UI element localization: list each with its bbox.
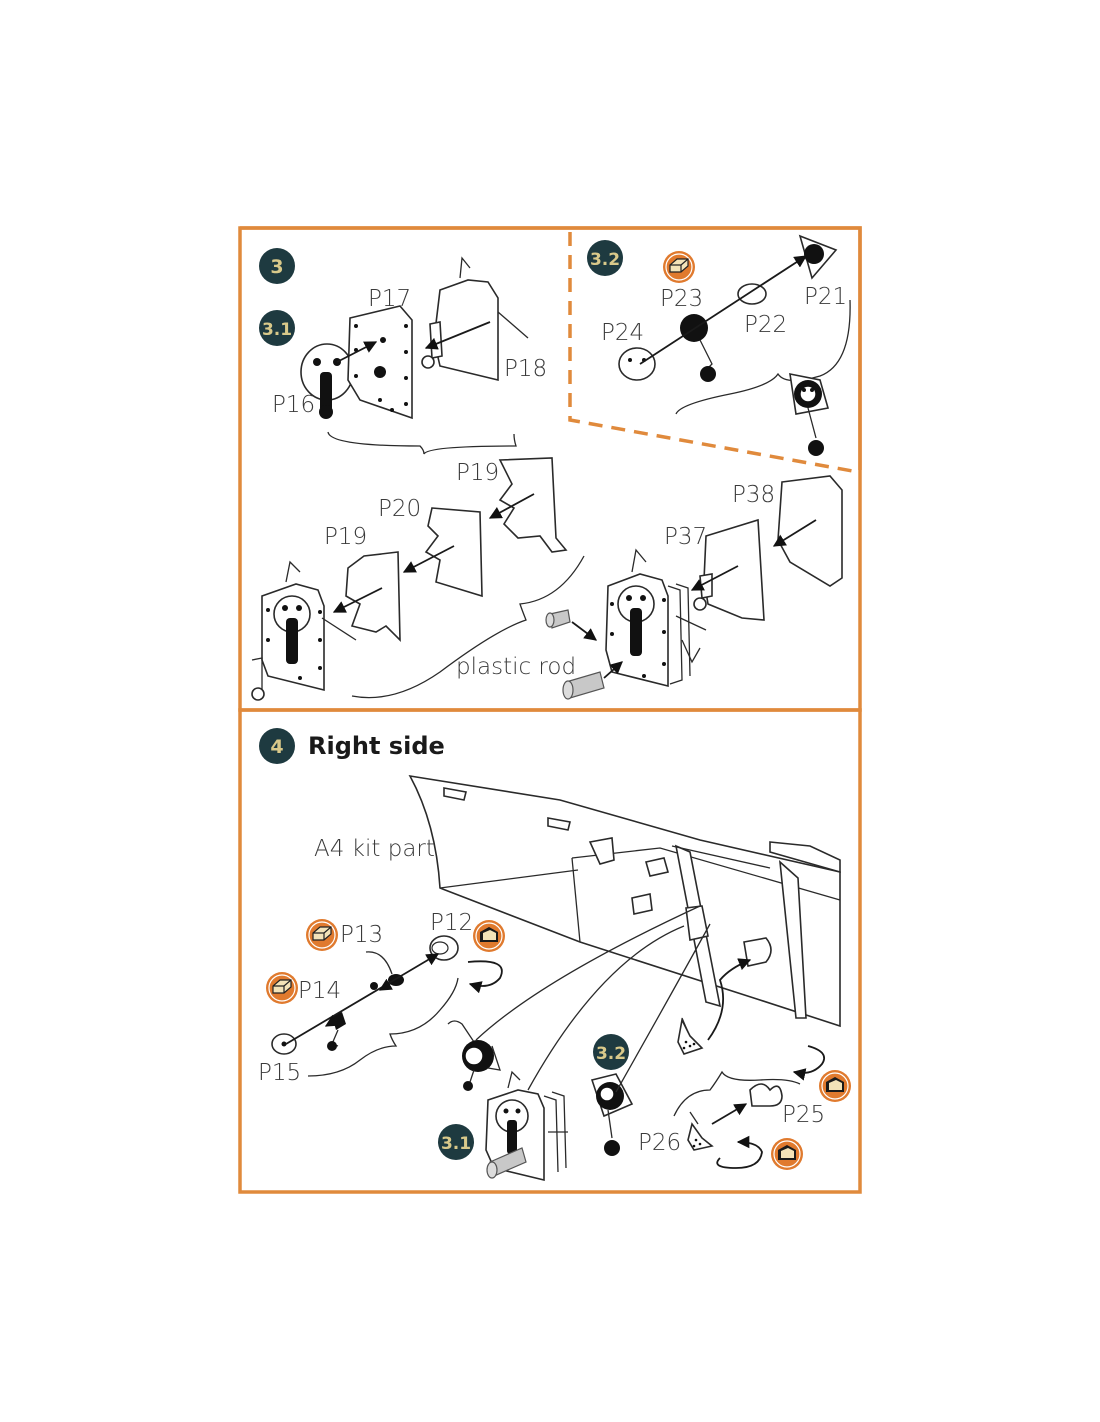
guide-line-32-a [475, 905, 701, 1041]
part-p24-drawing [618, 347, 656, 381]
part-p19-left-drawing [345, 551, 401, 642]
assembly-32-in-step4-drawing [447, 1020, 501, 1091]
arrow-plastic-rod-top [571, 621, 598, 641]
label-p23: P23 [660, 286, 703, 312]
rotate-arrow-p25-icon [792, 1045, 826, 1081]
part-p38-drawing [777, 475, 843, 587]
photo-etch-bend-icon [472, 919, 506, 953]
arrow-p19-left [332, 587, 383, 613]
step4-badge: 4 [259, 728, 295, 764]
rotate-arrow-p26-icon [716, 1135, 763, 1169]
svg-text:3.2: 3.2 [590, 250, 620, 270]
label-kit-part: A4 kit part [314, 836, 435, 862]
svg-text:3: 3 [270, 256, 283, 278]
assembly-31-right-drawing [605, 548, 707, 688]
label-p19-left: P19 [324, 524, 367, 550]
brace-p25-p26 [673, 1070, 801, 1117]
guide-line-31 [527, 925, 685, 1091]
step4-title: Right side [308, 732, 445, 760]
part-p13-drawing [365, 951, 404, 990]
label-p18: P18 [504, 356, 547, 382]
step31-badge: 3.1 [259, 310, 295, 346]
label-p37: P37 [664, 524, 707, 550]
svg-text:3.2: 3.2 [596, 1044, 626, 1064]
step4-frame [238, 708, 862, 1194]
arrow-p16-to-p17 [336, 341, 378, 363]
part-p37-drawing [693, 518, 765, 621]
label-plastic-rod: plastic rod [456, 654, 576, 680]
guide-line-p26-top [707, 958, 752, 1041]
label-p38: P38 [732, 482, 775, 508]
part-p18-drawing [421, 256, 529, 382]
label-p14: P14 [298, 978, 341, 1004]
step32-badge: 3.2 [587, 240, 623, 276]
arrow-p38 [772, 519, 817, 547]
step3-badge: 3 [259, 248, 295, 284]
arrow-32-stack [639, 255, 808, 365]
arrow-p18-to-p17 [424, 321, 491, 350]
part-p26-top-drawing [677, 1017, 704, 1055]
label-p24: P24 [601, 320, 644, 346]
part-p17-drawing [347, 305, 413, 420]
arrow-p37 [690, 565, 739, 591]
assembly-32b-in-step4-drawing [590, 1073, 634, 1156]
label-p25: P25 [782, 1102, 825, 1128]
arrow-p14 [324, 1014, 339, 1027]
label-p16: P16 [272, 392, 315, 418]
label-p12: P12 [430, 910, 473, 936]
label-p17: P17 [368, 286, 411, 312]
part-p26-drawing [687, 1111, 714, 1151]
label-p13: P13 [340, 922, 383, 948]
label-p20: P20 [378, 496, 421, 522]
step32-dashed-divider [568, 232, 859, 474]
arrow-p19-right [488, 493, 535, 519]
step4-panel: 4 Right side A4 kit part [238, 708, 862, 1194]
part-p23-drawing [680, 314, 716, 382]
photo-etch-bend-icon [770, 1137, 804, 1171]
step3-panel: 3 3.1 3.2 [238, 226, 862, 712]
svg-text:4: 4 [270, 736, 283, 758]
arrow-p20 [402, 545, 455, 573]
plastic-rod-bottom-drawing [562, 671, 605, 700]
arrow-p13 [378, 978, 393, 991]
guide-line-32-b [615, 923, 711, 1093]
brace-p19-p20 [351, 555, 585, 699]
arrow-plastic-rod-bottom [603, 661, 623, 679]
assembly-32-drawing [789, 372, 830, 456]
brace-p12-p15 [307, 977, 459, 1077]
photo-etch-bend-icon [818, 1069, 852, 1103]
assembly-31-in-step4-drawing [485, 1070, 568, 1182]
label-p21: P21 [804, 284, 847, 310]
assembly-31-left-drawing [251, 560, 357, 701]
part-p21-drawing [798, 234, 838, 280]
brace-32 [675, 299, 851, 415]
svg-text:3.1: 3.1 [441, 1134, 471, 1154]
svg-text:3.1: 3.1 [262, 320, 292, 340]
part-p22-drawing [737, 283, 767, 305]
label-p19-right: P19 [456, 460, 499, 486]
arrow-p15-stack [285, 953, 440, 1045]
part-p25-drawing [749, 1083, 783, 1107]
part-p19-right-drawing [498, 457, 568, 553]
photo-etch-bend-icon [662, 250, 696, 284]
part-p20-drawing [424, 507, 483, 598]
arrow-p26 [711, 1103, 748, 1125]
step4-badge-32: 3.2 [593, 1034, 629, 1070]
part-p15-drawing [271, 1033, 297, 1055]
step4-badge-31: 3.1 [438, 1124, 474, 1160]
label-p22: P22 [744, 312, 787, 338]
kit-part-a4-drawing [408, 774, 841, 1028]
photo-etch-bend-icon [305, 918, 339, 952]
label-p15: P15 [258, 1060, 301, 1086]
brace-31 [327, 431, 517, 455]
plastic-rod-top-drawing [545, 609, 571, 629]
label-p26: P26 [638, 1130, 681, 1156]
photo-etch-bend-icon [265, 971, 299, 1005]
rotate-arrow-icon [467, 960, 503, 994]
